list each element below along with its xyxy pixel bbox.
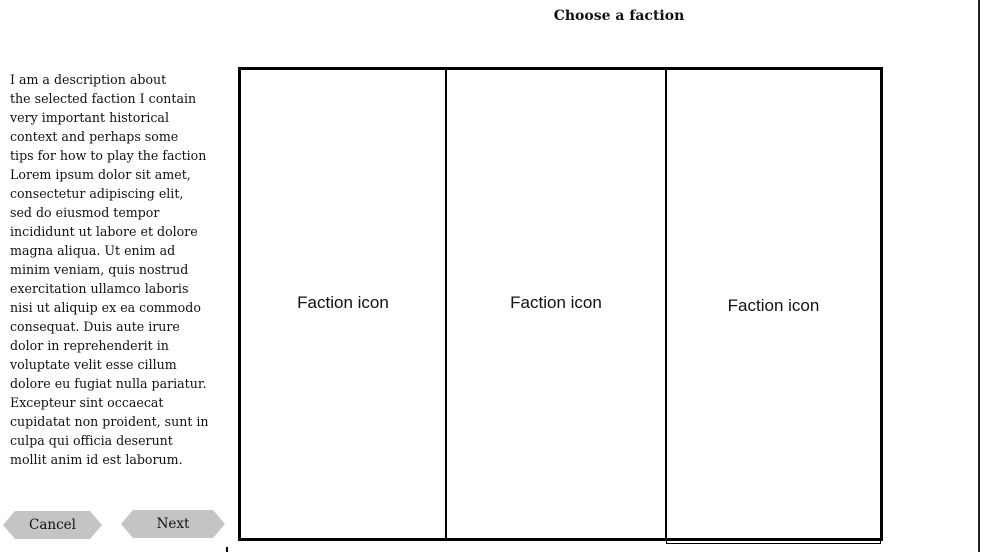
faction-selector: Faction icon Faction icon Faction icon	[238, 67, 883, 541]
selection-underline	[666, 541, 881, 544]
faction-option-2[interactable]: Faction icon	[447, 70, 667, 538]
cancel-button[interactable]: Cancel	[3, 511, 102, 539]
window-edge	[978, 0, 980, 552]
page-title: Choose a faction	[553, 8, 685, 24]
next-button[interactable]: Next	[121, 510, 225, 538]
faction-option-1[interactable]: Faction icon	[241, 70, 447, 538]
faction-option-3[interactable]: Faction icon	[667, 70, 880, 538]
faction-description: I am a description about the selected fa…	[10, 72, 209, 467]
faction-icon-placeholder: Faction icon	[510, 293, 602, 312]
divider-tick	[226, 547, 228, 552]
faction-icon-placeholder: Faction icon	[297, 293, 389, 312]
faction-icon-placeholder: Faction icon	[727, 296, 820, 315]
